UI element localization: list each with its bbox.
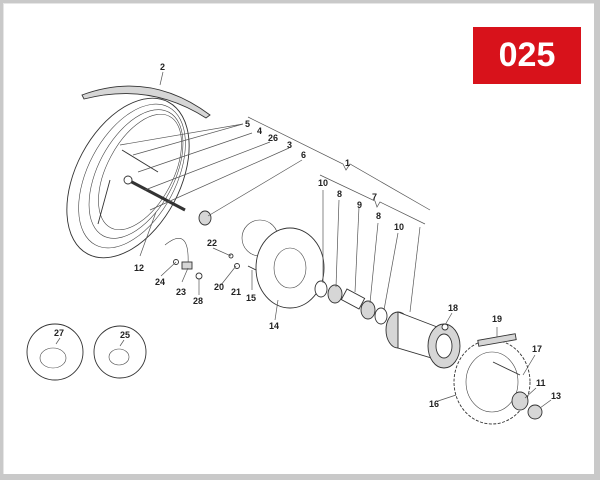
rim-strip — [81, 85, 211, 119]
callout-14: 14 — [269, 321, 279, 331]
callout-21: 21 — [231, 287, 241, 297]
axle — [127, 178, 186, 212]
seal — [374, 307, 388, 325]
callout-3: 3 — [287, 140, 292, 150]
bearing — [360, 300, 376, 320]
inset-clamp-25: 25 — [93, 325, 147, 379]
spacer — [340, 288, 366, 310]
callout-2: 2 — [160, 62, 165, 72]
callout-23: 23 — [176, 287, 186, 297]
callout-8: 8 — [337, 189, 342, 199]
bushing — [198, 210, 212, 226]
callout-4: 4 — [257, 126, 262, 136]
callout-27: 27 — [54, 328, 64, 338]
spoke — [121, 149, 159, 173]
callout-6: 6 — [301, 150, 306, 160]
axle-nut — [527, 404, 543, 420]
page-number-badge: 025 — [473, 27, 581, 84]
callout-20: 20 — [214, 282, 224, 292]
callout-18: 18 — [448, 303, 458, 313]
sprocket-spacer — [511, 391, 529, 411]
callout-5: 5 — [245, 119, 250, 129]
callout-19: 19 — [492, 314, 502, 324]
callout-1: 1 — [345, 158, 350, 168]
callout-25: 25 — [120, 330, 130, 340]
callout-12: 12 — [134, 263, 144, 273]
callout-17: 17 — [532, 344, 542, 354]
callout-26: 26 — [268, 133, 278, 143]
inset-clamp-27: 27 — [26, 323, 84, 381]
callout-9: 9 — [357, 200, 362, 210]
callout-13: 13 — [551, 391, 561, 401]
callout-8: 8 — [376, 211, 381, 221]
callout-24: 24 — [155, 277, 165, 287]
callout-15: 15 — [246, 293, 256, 303]
bearing — [327, 284, 343, 304]
sprocket — [453, 339, 531, 425]
spoke — [97, 179, 111, 225]
callout-16: 16 — [429, 399, 439, 409]
callout-10: 10 — [318, 178, 328, 188]
chain-link — [477, 333, 517, 347]
callout-28: 28 — [193, 296, 203, 306]
callout-7: 7 — [372, 192, 377, 202]
callout-10: 10 — [394, 222, 404, 232]
callout-11: 11 — [536, 378, 546, 388]
callout-22: 22 — [207, 238, 217, 248]
brake-disc — [255, 227, 325, 309]
sensor-cable — [164, 238, 189, 266]
wheel-hub — [385, 311, 461, 369]
seal — [314, 280, 328, 298]
speed-sensor — [181, 261, 193, 270]
